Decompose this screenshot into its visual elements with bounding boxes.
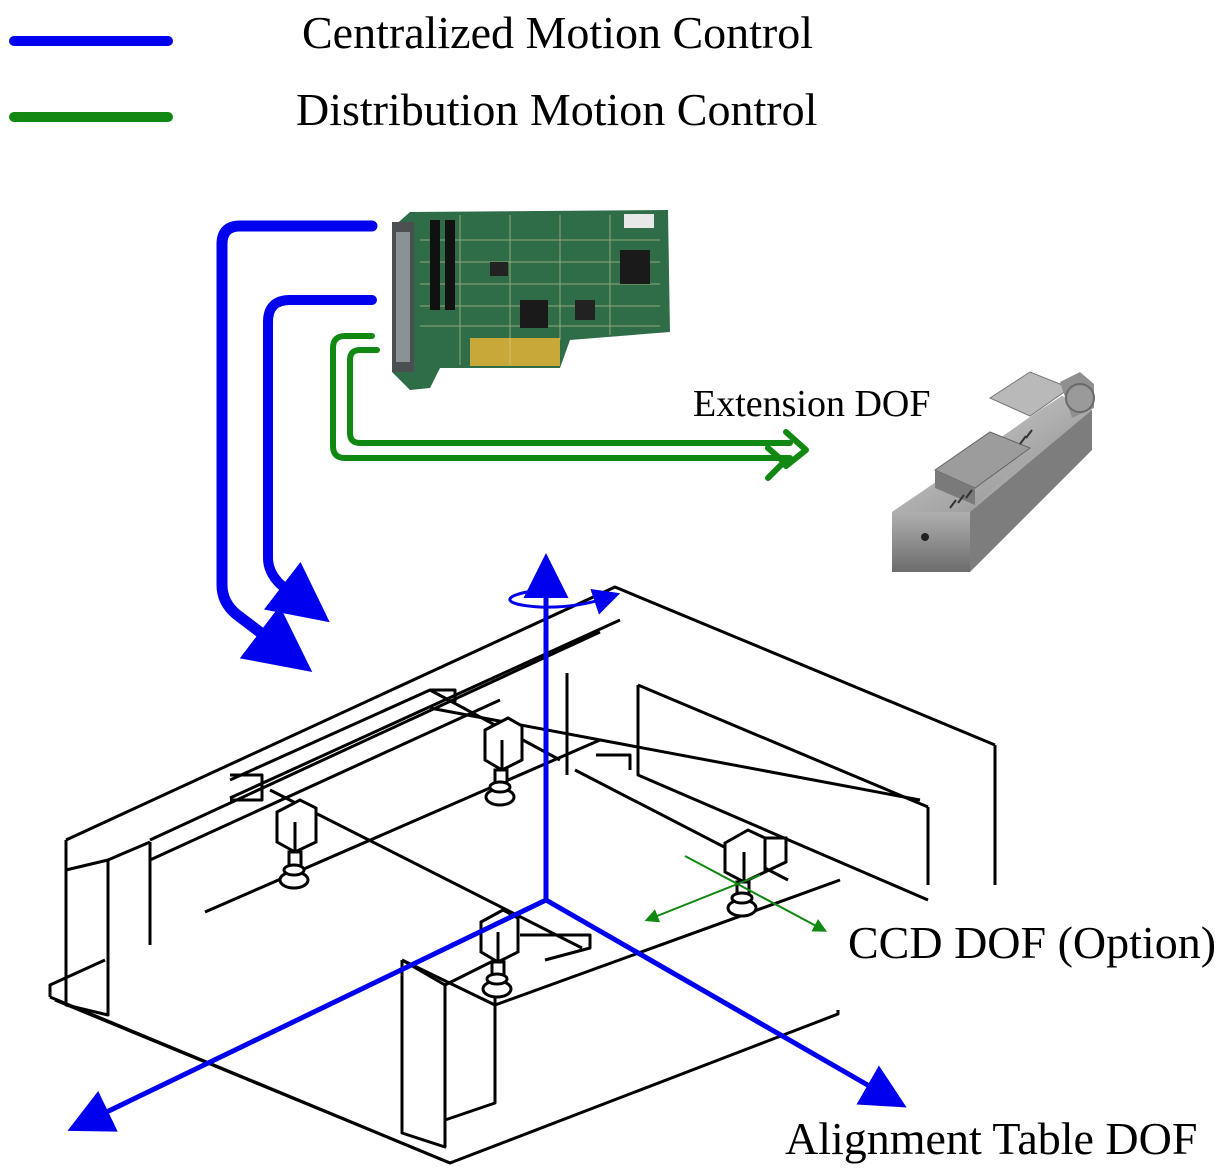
distribution-cable-2 [347,347,793,446]
extension-dof-label: Extension DOF [693,383,931,425]
table-axis-x [544,897,907,1108]
ccd-axis-2 [644,874,761,923]
alignment-table-dof-label: Alignment Table DOF [785,1113,1198,1164]
centralized-cable-2 [263,295,377,623]
legend-label-distribution: Distribution Motion Control [296,84,818,135]
actuator-front [479,908,520,999]
motion-control-card-icon [380,210,670,395]
actuator-left [275,798,318,890]
legend-label-centralized: Centralized Motion Control [302,7,814,58]
distribution-arrowhead [783,429,809,469]
ccd-dof-label: CCD DOF (Option) [848,917,1217,968]
linear-stage-icon [892,371,1095,572]
table-axis-rotation [508,588,621,615]
ccd-axis-1 [684,855,828,932]
actuator-back [483,716,524,807]
distribution-cable-1 [330,333,793,461]
table-actuators [275,716,788,999]
ccd-camera-icon [723,828,788,918]
table-axis-y [67,897,548,1132]
centralized-cable-1 [216,220,378,672]
